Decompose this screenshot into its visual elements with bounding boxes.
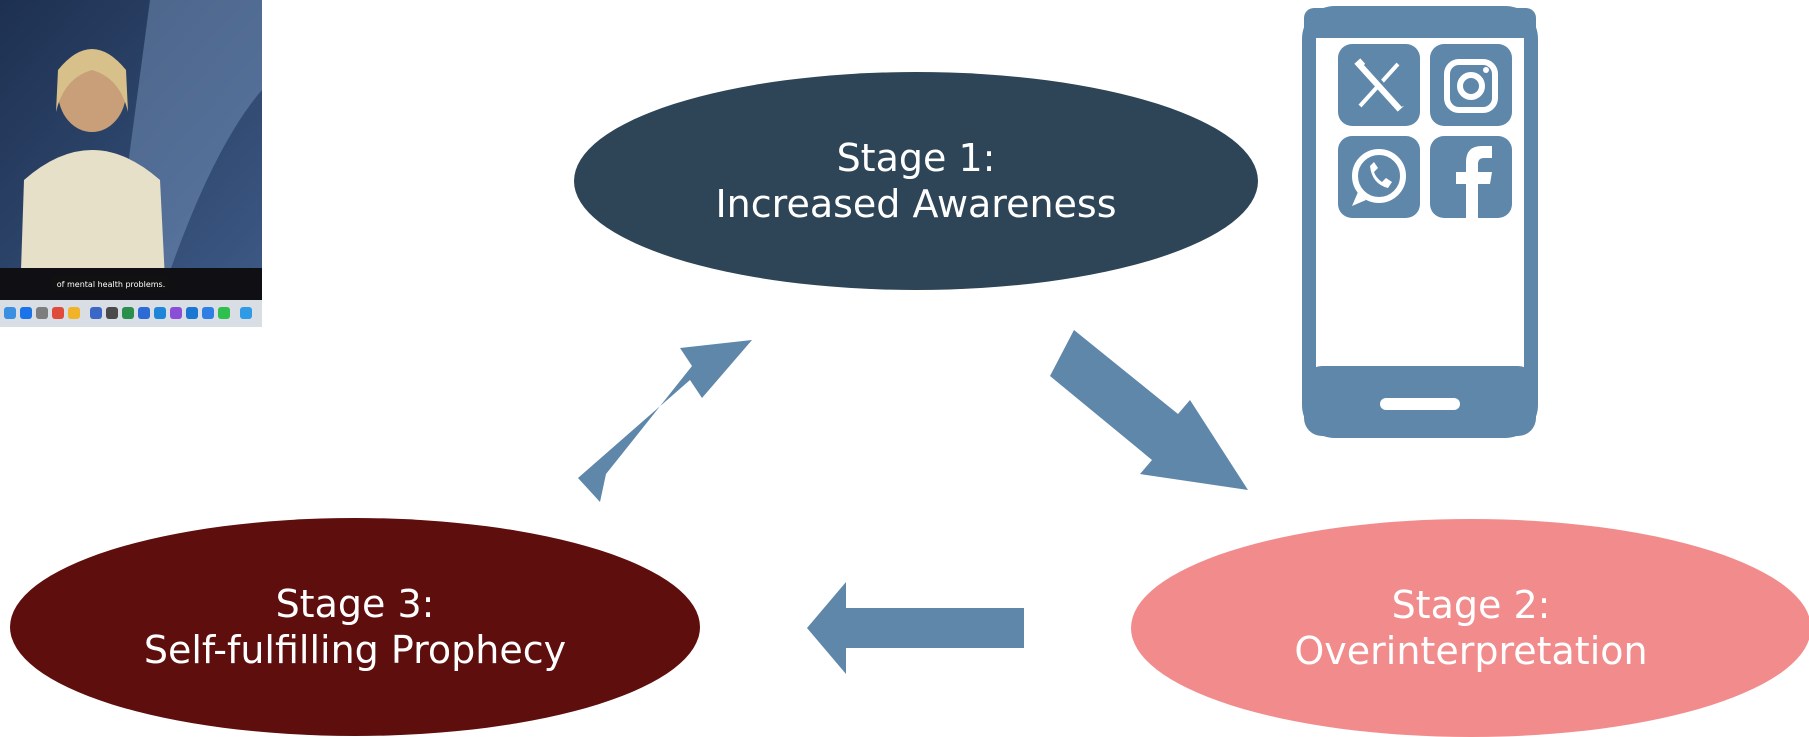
phone-icon <box>1302 6 1538 438</box>
stage-1-name: Increased Awareness <box>715 182 1117 226</box>
stage-3-heading: Stage 3: <box>275 581 435 626</box>
stage-2-node: Stage 2: Overinterpretation <box>1131 519 1809 737</box>
facebook-icon <box>1430 136 1512 218</box>
arrow-stage3-to-stage1 <box>578 340 752 502</box>
caption-bar <box>52 276 170 290</box>
home-button <box>1380 398 1460 410</box>
stage-3-name: Self-fulfilling Prophecy <box>143 628 567 672</box>
x-icon <box>1338 44 1420 126</box>
arrow-stage1-to-stage2 <box>1050 330 1248 490</box>
instagram-icon <box>1430 44 1512 126</box>
stage-2-heading: Stage 2: <box>1391 582 1551 627</box>
stage-3-node: Stage 3: Self-fulfilling Prophecy <box>10 518 700 736</box>
whatsapp-icon <box>1338 136 1420 218</box>
stage-1-node: Stage 1: Increased Awareness <box>574 72 1258 290</box>
caption-text: of mental health problems. <box>57 280 166 289</box>
dock-icons <box>4 307 252 319</box>
person-sweater <box>20 150 166 300</box>
video-thumbnail: of mental health problems. <box>0 0 262 327</box>
person-hair <box>56 49 128 112</box>
stage-2-name: Overinterpretation <box>1294 629 1648 673</box>
stage-1-heading: Stage 1: <box>836 135 996 180</box>
arrow-stage2-to-stage3 <box>807 582 1024 674</box>
